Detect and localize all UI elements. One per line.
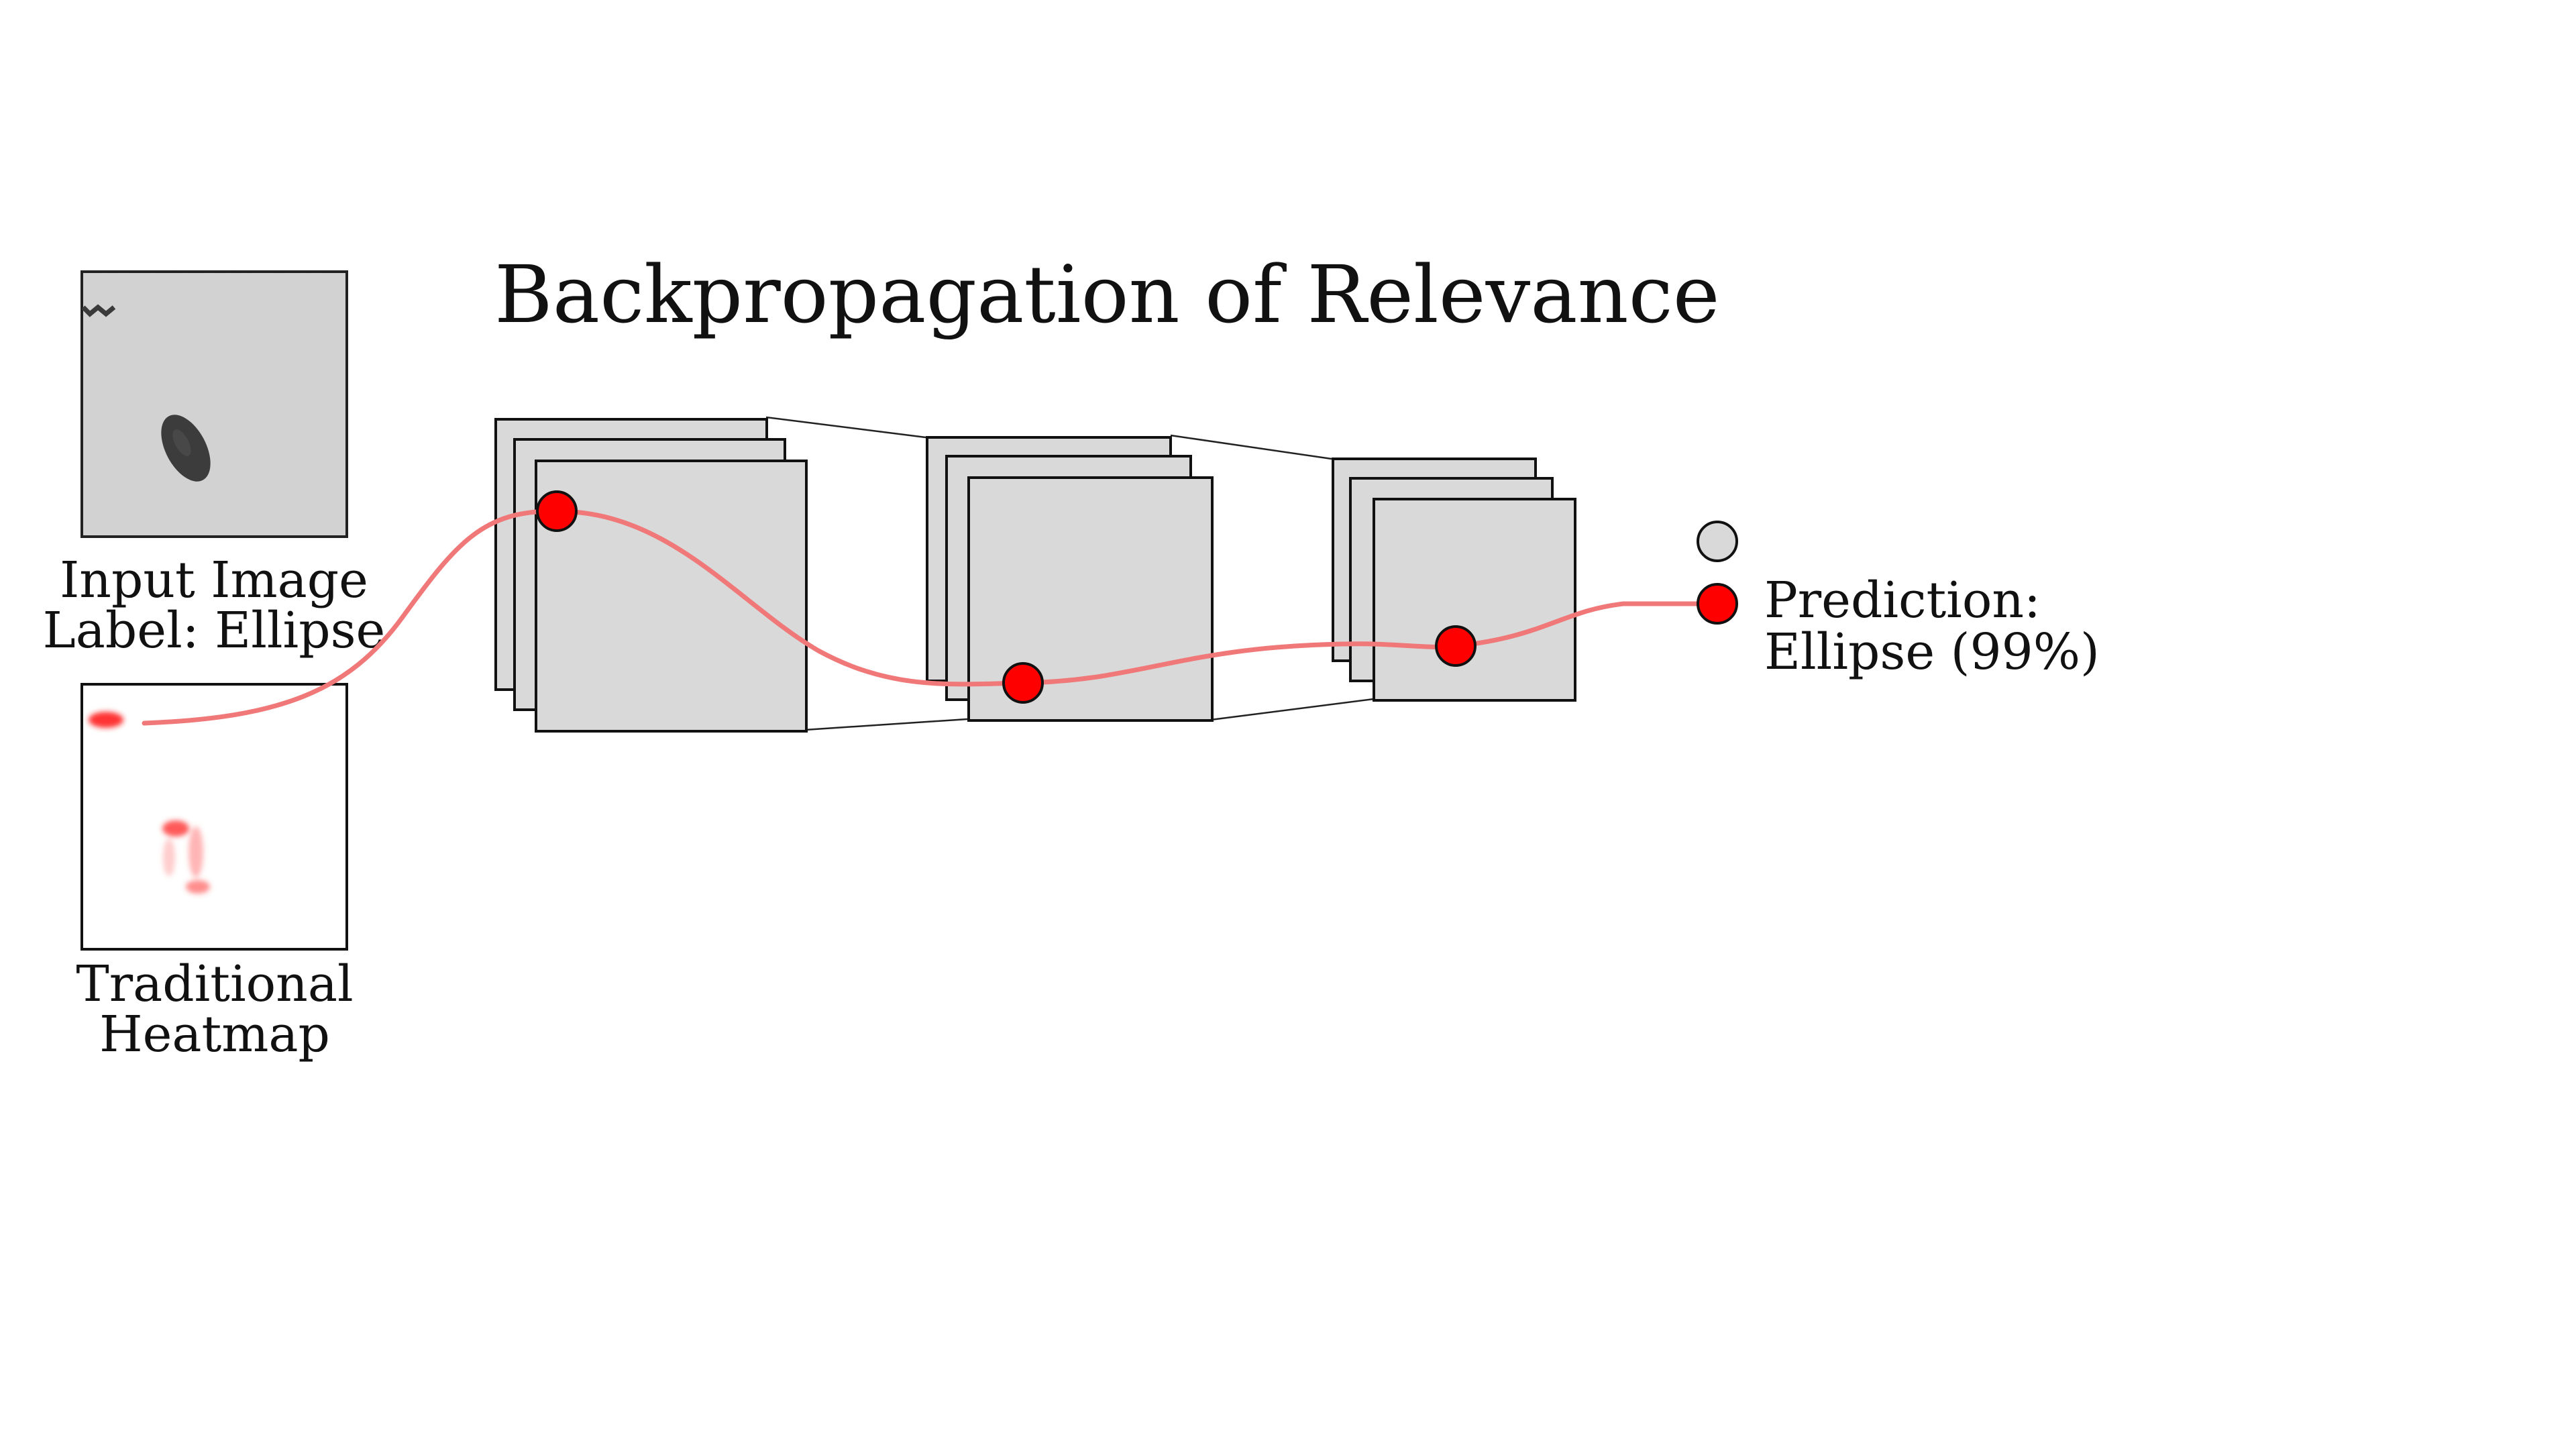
feature-maps-layer-3 — [1332, 458, 1576, 702]
relevance-node-layer-2 — [1002, 662, 1044, 704]
relevance-path — [142, 508, 1720, 726]
heatmap-hotspot-right — [189, 826, 203, 877]
feature-map-1c — [535, 460, 808, 733]
input-image-ellipse-highlight — [172, 429, 191, 456]
prediction-line2: Ellipse (99%) — [1764, 623, 2100, 681]
heatmap-frame — [80, 683, 348, 951]
relevance-node-layer-3 — [1435, 625, 1477, 667]
heatmap-hotspot-bottom — [186, 880, 210, 894]
input-image-caption-line2: Label: Ellipse — [43, 602, 386, 659]
layer-connectors — [765, 416, 1375, 731]
connector-2-bottom — [1210, 698, 1375, 721]
connector-2-top — [1170, 434, 1332, 460]
heatmap-caption-line2: Heatmap — [99, 1006, 330, 1063]
feature-map-3c — [1373, 498, 1576, 702]
heatmap — [80, 683, 348, 951]
diagram-title: Backpropagation of Relevance — [494, 248, 1720, 341]
input-image-squiggle — [81, 304, 116, 317]
relevance-node-layer-1 — [536, 490, 578, 532]
input-image-caption-line1: Input Image — [60, 551, 368, 609]
heatmap-hotspot-corner — [89, 712, 123, 728]
connector-1-top — [765, 416, 926, 439]
input-image-texture — [83, 273, 345, 535]
output-node-predicted — [1697, 583, 1738, 625]
heatmap-caption-line1: Traditional — [76, 955, 353, 1013]
heatmap-hotspot-left — [163, 839, 175, 876]
heatmap-hotspot-top — [162, 820, 189, 837]
input-image — [80, 270, 348, 538]
prediction-line1: Prediction: — [1764, 572, 2041, 629]
connector-1-bottom — [804, 718, 968, 731]
feature-maps-layer-1 — [494, 418, 808, 733]
output-node-inactive — [1697, 521, 1738, 562]
